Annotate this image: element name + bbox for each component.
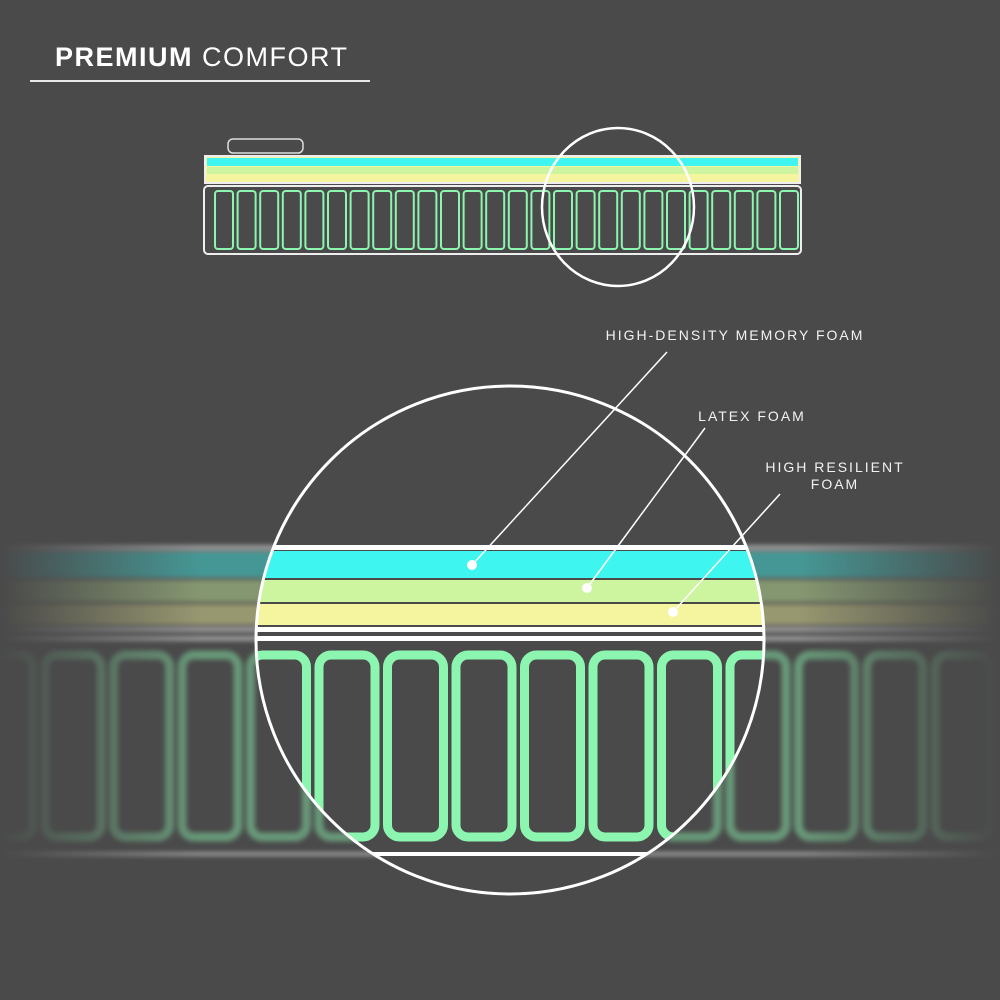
spring-coil (114, 655, 170, 837)
label-high-resilient-line1: HIGH RESILIENT (765, 459, 904, 475)
spring-coil (485, 190, 506, 250)
spring-coil (451, 650, 517, 842)
spring-coil (794, 650, 859, 842)
spring-coil (867, 655, 923, 837)
spring-coil (530, 190, 551, 250)
bottom-line (256, 852, 764, 856)
spring-coil (327, 190, 347, 250)
spring-coil (799, 655, 855, 837)
spring-coil (182, 655, 238, 837)
spring-coil (462, 190, 483, 250)
zoom-circle-small (540, 126, 696, 288)
spring-coil (40, 650, 106, 842)
spring-coil (349, 190, 370, 250)
separator-line (256, 627, 764, 632)
spring-coil (575, 190, 596, 250)
spring-coil (553, 190, 573, 250)
callout-dot (467, 560, 477, 570)
spring-coil (666, 190, 686, 250)
spring-coil (417, 190, 438, 250)
spring-coil (281, 190, 302, 250)
spring-coil (588, 650, 654, 842)
title-bold: PREMIUM (55, 42, 193, 72)
spring-coil (236, 190, 257, 250)
callout-dot (668, 607, 678, 617)
spring-coil (214, 190, 234, 250)
zoom-circle-large (254, 384, 766, 896)
memory-foam-layer (256, 551, 764, 578)
spring-coil (620, 190, 641, 250)
spring-coil (779, 190, 799, 250)
page-title: PREMIUM COMFORT (55, 42, 349, 73)
latex-foam-layer (256, 580, 764, 602)
label-latex-foam: LATEX FOAM (698, 408, 806, 424)
spring-coil (177, 650, 243, 842)
spring-coil (931, 650, 996, 842)
callout-memory-foam: HIGH-DENSITY MEMORY FOAM (467, 327, 865, 570)
spring-coil (0, 650, 37, 842)
spring-base (203, 185, 802, 255)
spring-coil (259, 190, 280, 250)
spring-coil (756, 190, 777, 250)
label-high-resilient-line2: FOAM (811, 476, 859, 492)
small-springs (214, 190, 799, 250)
pillow-icon (227, 138, 304, 154)
spring-coil (862, 650, 928, 842)
spring-coil (936, 655, 992, 837)
spring-coil (711, 190, 732, 250)
title-light: COMFORT (202, 42, 349, 72)
spring-coil (598, 190, 619, 250)
callout-dot (582, 583, 592, 593)
title-underline (30, 80, 370, 82)
spring-coil (440, 190, 460, 250)
spring-coil (507, 190, 528, 250)
top-cover (256, 545, 764, 550)
spring-coil (45, 655, 101, 837)
callout-latex-foam: LATEX FOAM (582, 408, 806, 593)
separator-line (256, 636, 764, 641)
callout-high-resilient-foam: HIGH RESILIENT FOAM (668, 459, 904, 617)
spring-coil (394, 190, 415, 250)
spring-coil (643, 190, 664, 250)
spring-coil (0, 655, 33, 837)
mattress-overview (203, 126, 802, 288)
high-resilient-foam-layer (256, 604, 764, 625)
spring-coil (383, 650, 448, 842)
spring-coil (733, 190, 754, 250)
spring-coil (372, 190, 393, 250)
spring-coil (520, 650, 585, 842)
spring-coil (688, 190, 709, 250)
cross-section-zoomed (0, 386, 992, 894)
label-memory-foam: HIGH-DENSITY MEMORY FOAM (606, 327, 865, 343)
spring-coil (304, 190, 325, 250)
spring-coil (109, 650, 174, 842)
